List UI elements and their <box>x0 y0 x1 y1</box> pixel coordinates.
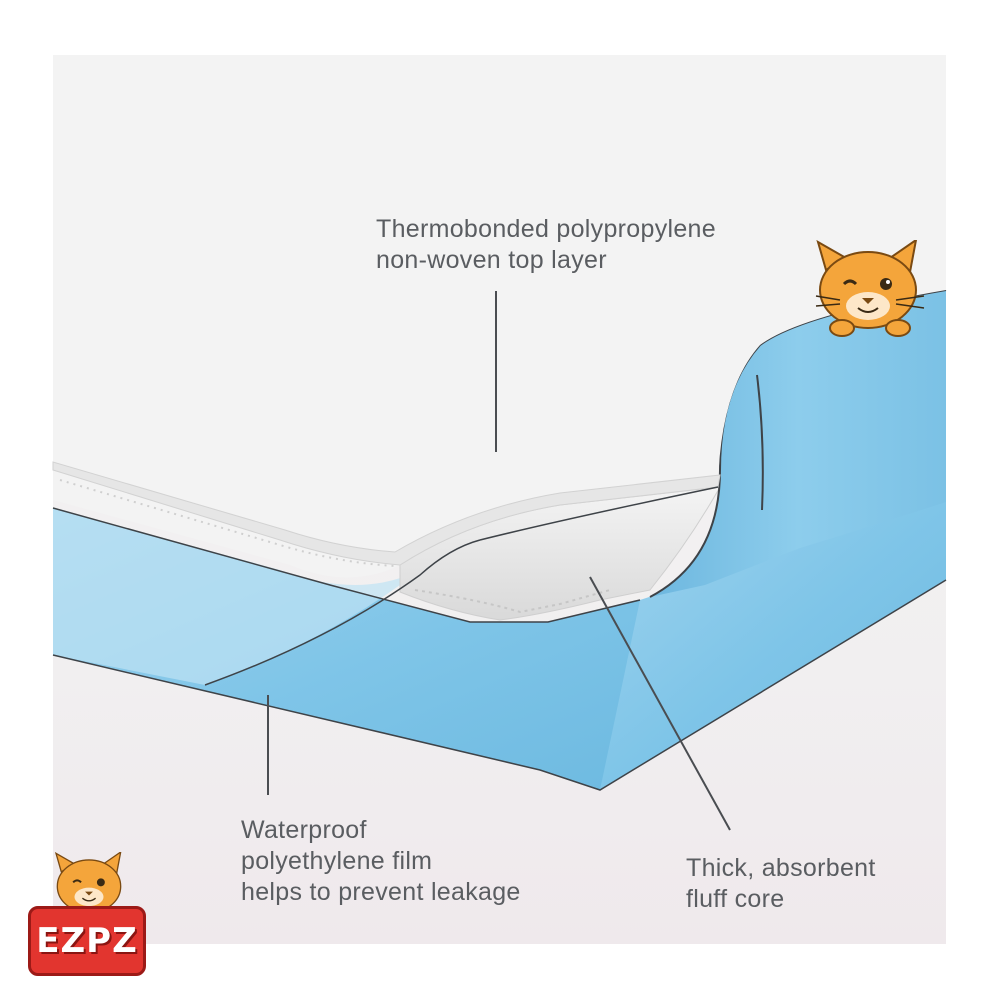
label-line: non-woven top layer <box>376 246 607 274</box>
top-layer-sheet <box>53 55 946 578</box>
top-layer-edge <box>52 461 721 566</box>
leader-core <box>589 576 731 831</box>
film-curl <box>650 290 946 597</box>
label-line: Waterproof <box>241 816 367 844</box>
film-layer-right <box>600 500 946 790</box>
label-top-layer: Thermobonded polypropylene non-woven top… <box>376 214 716 276</box>
logo-text: EZPZ <box>36 921 138 961</box>
label-line: helps to prevent leakage <box>241 878 521 906</box>
label-fluff-core: Thick, absorbent fluff core <box>686 853 876 915</box>
film-translucent-edge <box>53 508 420 685</box>
cat-mascot-icon <box>54 852 122 914</box>
logo-badge: EZPZ <box>28 906 146 976</box>
label-line: fluff core <box>686 885 785 913</box>
label-line: Thick, absorbent <box>686 854 876 882</box>
label-line: polyethylene film <box>241 847 433 875</box>
label-line: Thermobonded polypropylene <box>376 215 716 243</box>
label-waterproof-film: Waterproof polyethylene film helps to pr… <box>241 815 521 908</box>
cat-mascot-icon <box>815 240 925 337</box>
